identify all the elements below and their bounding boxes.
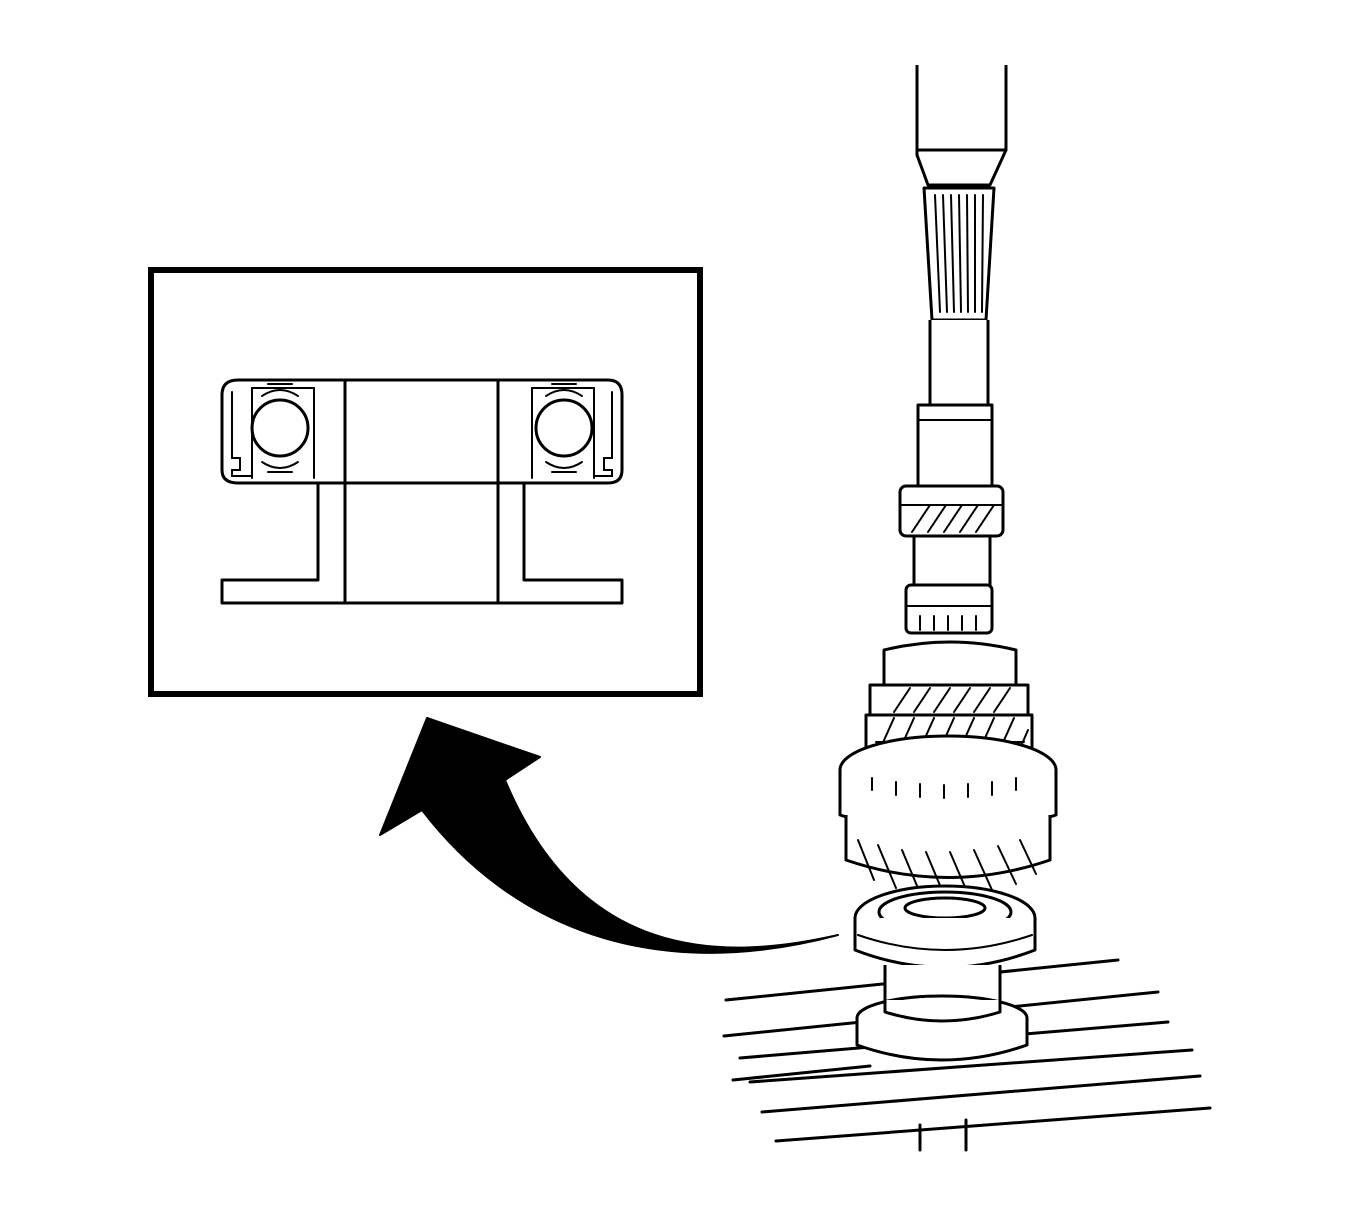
bearing-cross-section bbox=[220, 378, 624, 485]
middle-shaft bbox=[912, 534, 992, 590]
sync-ring bbox=[904, 583, 994, 635]
first-gear bbox=[898, 484, 1005, 538]
splined-shaft bbox=[916, 186, 996, 494]
press-ram bbox=[915, 65, 1008, 187]
left-ball bbox=[250, 398, 310, 458]
main-gear bbox=[838, 734, 1058, 896]
installer-tool-cross-section bbox=[220, 481, 624, 605]
right-ball bbox=[534, 398, 594, 458]
direction-arrow bbox=[379, 717, 839, 954]
lower-shaft bbox=[855, 965, 1029, 1062]
inset-detail-box bbox=[148, 267, 703, 697]
installed-bearing bbox=[853, 884, 1037, 969]
shaft-assembly bbox=[838, 65, 1058, 1062]
